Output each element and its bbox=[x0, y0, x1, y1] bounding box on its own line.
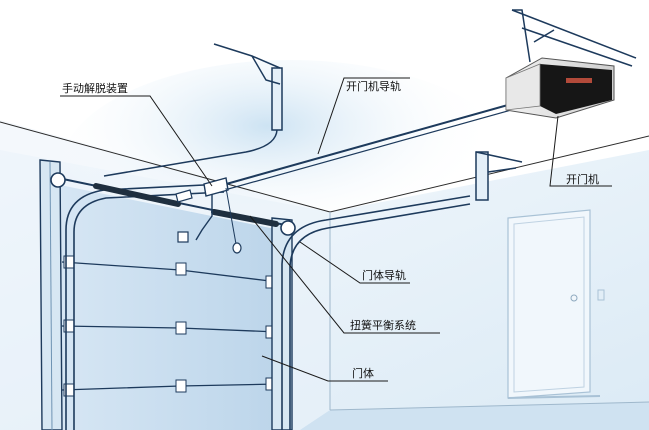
back-wall-door bbox=[507, 209, 605, 399]
right-drum bbox=[280, 220, 296, 236]
label-door-track: 门体导轨 bbox=[362, 268, 406, 282]
back-door-frame bbox=[507, 209, 591, 399]
leader-door-body bbox=[261, 355, 388, 382]
leader-opener bbox=[549, 115, 612, 187]
leader-lines bbox=[60, 77, 612, 382]
opener-side bbox=[505, 63, 541, 111]
hinge bbox=[175, 321, 187, 335]
label-door-body: 门体 bbox=[352, 366, 374, 380]
door-bracket bbox=[177, 231, 189, 243]
floor-edge bbox=[329, 401, 649, 411]
leader-opener-rail bbox=[317, 77, 410, 155]
mount-arm-top bbox=[511, 9, 637, 59]
left-drum bbox=[50, 172, 66, 188]
torsion-spring-left bbox=[93, 183, 181, 207]
label-opener: 开门机 bbox=[566, 172, 599, 186]
back-door-knob bbox=[570, 294, 578, 302]
back-door-leaf bbox=[513, 216, 585, 393]
door-body bbox=[60, 185, 280, 430]
left-post-edge bbox=[49, 161, 53, 430]
light-switch bbox=[597, 289, 605, 301]
opener-rail-top bbox=[211, 95, 541, 189]
callout-labels: 手动解脱装置 开门机导轨 开门机 门体导轨 扭簧平衡系统 门体 bbox=[62, 79, 599, 380]
ceiling-edge-left bbox=[0, 121, 331, 213]
mount-brace bbox=[533, 29, 555, 43]
opener-front-panel bbox=[540, 64, 612, 114]
left-hanger-angle bbox=[103, 129, 278, 177]
label-manual-release: 手动解脱装置 bbox=[62, 81, 128, 95]
left-hanger-post bbox=[271, 67, 283, 131]
label-opener-rail: 开门机导轨 bbox=[346, 79, 401, 93]
right-track-outer bbox=[281, 195, 471, 430]
left-hanger-brace bbox=[251, 55, 281, 85]
opener-mount bbox=[511, 9, 637, 67]
leader-torsion-spring bbox=[249, 215, 440, 334]
right-hanger-brace bbox=[487, 167, 517, 173]
hinge bbox=[175, 262, 187, 276]
ceiling-edge-right bbox=[329, 135, 649, 213]
mount-post bbox=[512, 9, 531, 63]
door-panel bbox=[60, 185, 280, 430]
mount-arm-bottom bbox=[521, 27, 633, 67]
header-bracket bbox=[175, 189, 193, 203]
opener-motor bbox=[505, 57, 615, 119]
release-cord bbox=[225, 187, 237, 245]
right-hanger-post bbox=[475, 151, 489, 201]
door-arm bbox=[195, 194, 213, 241]
release-handle bbox=[232, 242, 242, 254]
torsion-spring-right bbox=[211, 209, 279, 227]
opener-rail-bottom bbox=[213, 101, 541, 194]
torsion-spring-system bbox=[50, 172, 296, 236]
right-hanger-arm bbox=[475, 151, 523, 163]
hinge bbox=[175, 379, 187, 393]
left-track-inner bbox=[73, 191, 225, 430]
label-torsion-spring: 扭簧平衡系统 bbox=[350, 318, 416, 332]
leader-manual-release bbox=[60, 95, 213, 187]
opener-assembly bbox=[175, 95, 541, 254]
door-hinges bbox=[63, 255, 277, 397]
door-frame bbox=[39, 159, 293, 430]
ceiling-hangers bbox=[103, 43, 523, 201]
baseboard bbox=[507, 395, 601, 399]
opener-logo-plate bbox=[566, 78, 592, 83]
leader-door-track bbox=[299, 241, 410, 284]
